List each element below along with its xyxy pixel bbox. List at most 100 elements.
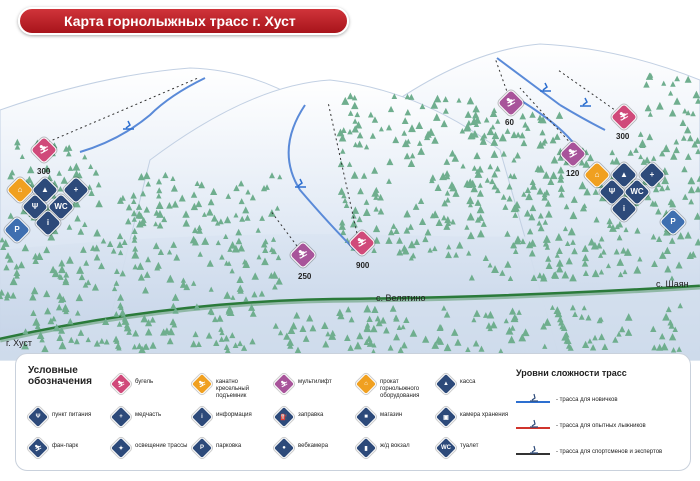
tree-icon <box>341 192 347 199</box>
tree-icon <box>142 344 148 350</box>
tree-icon <box>443 222 451 230</box>
tree-icon <box>389 305 397 312</box>
tree-icon <box>171 200 179 208</box>
difficulty-label: - трасса для новичков <box>556 397 618 403</box>
tree-icon <box>113 280 120 286</box>
tree-icon <box>321 321 329 330</box>
tree-icon <box>110 247 117 254</box>
tree-icon <box>582 160 591 168</box>
tree-icon <box>27 165 35 174</box>
tree-icon <box>605 263 612 269</box>
tree-icon <box>61 304 70 313</box>
tree-icon <box>387 105 395 113</box>
tree-icon <box>483 116 490 123</box>
tree-icon <box>156 210 164 218</box>
place-label-velyatino: с. Велятино <box>376 293 426 303</box>
tree-icon <box>473 152 481 160</box>
tree-icon <box>354 111 361 118</box>
tree-icon <box>341 96 350 105</box>
tree-icon <box>659 185 666 192</box>
tree-icon <box>659 332 666 340</box>
tree-icon <box>685 110 691 116</box>
tree-icon <box>82 221 88 228</box>
tree-icon <box>694 238 700 246</box>
chairlift-icon: ⛷ <box>190 372 214 396</box>
tree-icon <box>412 203 420 210</box>
tree-icon <box>198 181 206 189</box>
tree-icon <box>363 199 370 205</box>
tree-icon <box>525 240 534 249</box>
tree-icon <box>179 280 188 288</box>
tree-icon <box>418 217 427 226</box>
tree-icon <box>82 154 88 160</box>
tree-icon <box>466 196 475 205</box>
tree-icon <box>637 131 644 137</box>
tree-icon <box>662 312 670 321</box>
tree-icon <box>403 152 411 160</box>
lift-length-label: 300 <box>37 167 51 176</box>
tree-icon <box>480 220 487 227</box>
tree-icon <box>557 154 564 161</box>
tree-icon <box>93 253 101 261</box>
tree-icon <box>536 220 542 226</box>
tree-icon <box>526 228 534 235</box>
tree-icon <box>655 208 662 215</box>
tree-icon <box>244 214 251 221</box>
tree-icon <box>464 224 470 230</box>
tree-icon <box>431 341 440 349</box>
tree-icon <box>541 194 548 201</box>
tree-icon <box>524 186 531 194</box>
tree-icon <box>299 325 307 332</box>
skier-icon <box>123 120 134 130</box>
tree-icon <box>275 254 282 261</box>
fuel-icon: ⛽ <box>272 405 296 429</box>
toilet-icon: WC <box>434 436 458 460</box>
tree-icon <box>232 342 239 349</box>
tree-icon <box>460 163 466 169</box>
tree-icon <box>623 247 632 256</box>
tree-icon <box>479 137 487 145</box>
tree-icon <box>182 219 190 227</box>
tree-icon <box>484 177 491 183</box>
tree-icon <box>500 193 507 200</box>
tree-icon <box>138 345 146 354</box>
tree-icon <box>673 146 680 154</box>
tree-icon <box>525 192 533 201</box>
tree-icon <box>664 184 671 191</box>
tree-icon <box>676 346 682 352</box>
tree-icon <box>93 339 101 347</box>
tree-icon <box>563 336 571 344</box>
tree-icon <box>403 209 411 218</box>
tree-icon <box>490 150 499 158</box>
difficulty-title: Уровни сложности трасс <box>516 368 627 378</box>
tree-icon <box>383 326 390 334</box>
tree-icon <box>693 212 700 220</box>
tree-icon <box>113 311 120 317</box>
tree-icon <box>7 172 15 180</box>
tree-icon <box>239 215 246 222</box>
tree-icon <box>351 101 359 110</box>
tree-icon <box>439 172 448 181</box>
tree-icon <box>563 203 570 210</box>
legend-item-label: вебкамера <box>298 443 329 449</box>
tree-icon <box>644 104 652 112</box>
tree-icon <box>22 328 29 335</box>
tree-icon <box>125 203 133 211</box>
tree-icon <box>118 304 124 311</box>
tree-icon <box>471 165 478 171</box>
tree-icon <box>286 338 294 346</box>
tree-icon <box>261 257 269 266</box>
tree-icon <box>131 250 140 259</box>
tree-icon <box>131 237 138 243</box>
tree-icon <box>131 343 138 350</box>
tree-icon <box>293 311 301 319</box>
tree-icon <box>510 131 518 139</box>
tree-icon <box>567 227 576 236</box>
lift-length-label: 120 <box>566 169 580 178</box>
tree-icon <box>542 219 549 225</box>
tree-icon <box>509 325 516 331</box>
tree-icon <box>587 237 596 246</box>
tree-icon <box>249 194 256 201</box>
tree-icon <box>56 170 62 176</box>
